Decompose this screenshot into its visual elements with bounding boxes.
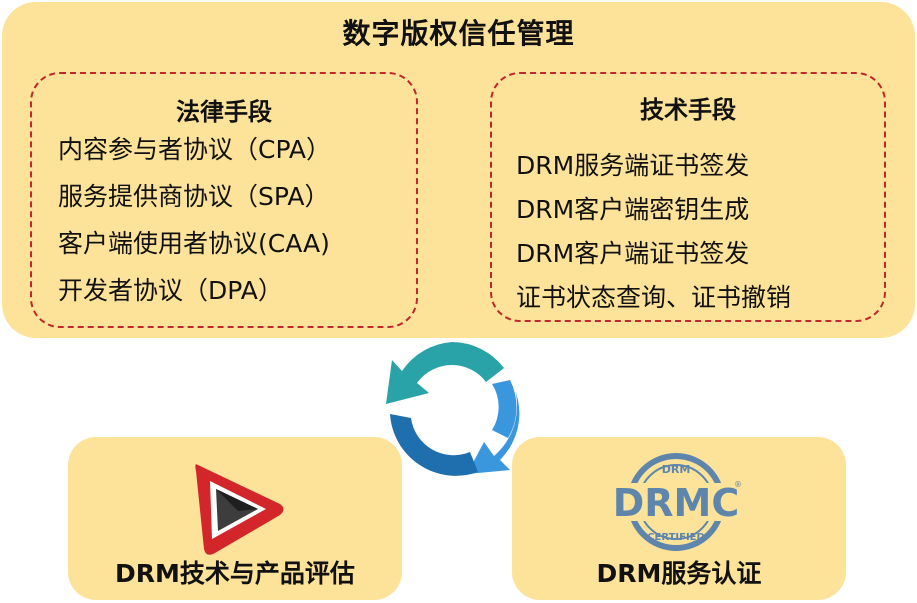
main-panel (2, 2, 915, 338)
legal-means-heading: 法律手段 (176, 98, 272, 126)
cycle-segment-dark-blue (390, 414, 478, 476)
cycle-arrows-icon (386, 342, 520, 476)
legal-means-box: 法律手段 内容参与者协议（CPA） 服务提供商协议（SPA） 客户端使用者协议(… (30, 72, 418, 328)
cycle-segment-teal (386, 342, 504, 404)
main-title: 数字版权信任管理 (342, 17, 575, 50)
drmc-certified-badge: DRM DRMC ® CERTIFIED (614, 453, 742, 551)
drm-evaluation-panel: DRM技术与产品评估 (68, 437, 402, 600)
technical-means-box: 技术手段 DRM服务端证书签发 DRM客户端密钥生成 DRM客户端证书签发 证书… (490, 72, 886, 322)
list-item: 证书状态查询、证书撤销 (516, 283, 792, 312)
badge-top-text: DRM (662, 463, 691, 476)
list-item: 服务提供商协议（SPA） (58, 182, 330, 211)
drm-certification-label: DRM服务认证 (596, 559, 762, 588)
list-item: 内容参与者协议（CPA） (58, 135, 332, 164)
technical-means-heading: 技术手段 (640, 96, 736, 124)
list-item: 客户端使用者协议(CAA) (58, 229, 330, 258)
legal-means-list: 内容参与者协议（CPA） 服务提供商协议（SPA） 客户端使用者协议(CAA) … (58, 126, 331, 314)
badge-main-text: DRMC (614, 481, 739, 525)
technical-means-list: DRM服务端证书签发 DRM客户端密钥生成 DRM客户端证书签发 证书状态查询、… (516, 144, 791, 320)
list-item: DRM服务端证书签发 (516, 151, 750, 180)
list-item: DRM客户端证书签发 (516, 239, 750, 268)
badge-registered-mark: ® (734, 480, 742, 489)
drm-certification-panel: DRM DRMC ® CERTIFIED DRM服务认证 (512, 437, 846, 600)
drm-evaluation-label: DRM技术与产品评估 (115, 559, 355, 588)
badge-bottom-text: CERTIFIED (647, 532, 705, 543)
list-item: DRM客户端密钥生成 (516, 195, 750, 224)
play-logo-icon (195, 464, 284, 555)
list-item: 开发者协议（DPA） (58, 276, 283, 305)
cycle-segment-light-blue (467, 380, 520, 474)
